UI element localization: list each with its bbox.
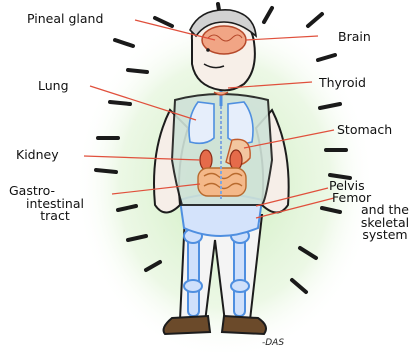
label-gastrointestinal-tract: Gastro- intestinal tract (5, 185, 105, 223)
artist-signature: -DAS (262, 338, 284, 348)
label-pineal-gland: Pineal gland (27, 13, 103, 26)
gastro-line-3: tract (5, 210, 105, 223)
skeletal-line-3: system (352, 229, 418, 242)
label-lung: Lung (38, 80, 69, 93)
label-brain: Brain (338, 31, 371, 44)
label-thyroid: Thyroid (319, 77, 366, 90)
label-stomach: Stomach (337, 124, 392, 137)
label-skeletal-system: and the skeletal system (352, 204, 418, 242)
label-kidney: Kidney (16, 149, 59, 162)
